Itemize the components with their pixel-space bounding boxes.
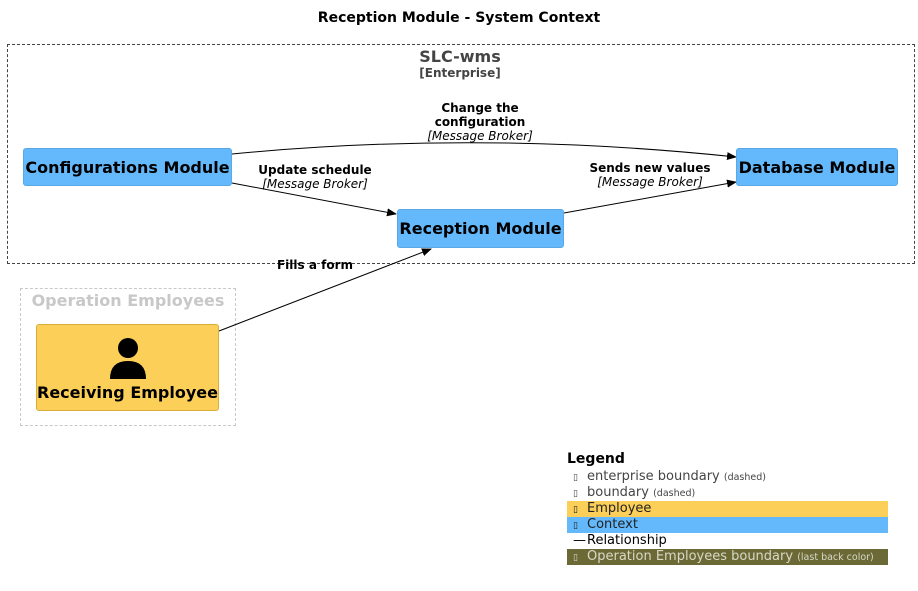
legend-label: enterprise boundary	[587, 469, 720, 484]
reception-module-label: Reception Module	[399, 219, 562, 238]
legend: Legend ▯ enterprise boundary (dashed) ▯ bo…	[567, 451, 888, 565]
legend-label: boundary	[587, 485, 649, 500]
person-icon	[109, 338, 146, 379]
relationship-label: Sends new values	[589, 161, 711, 175]
relationship-fills-a-form: Fills a form	[265, 258, 365, 272]
relationship-change-configuration: Change the configuration [Message Broker…	[400, 101, 560, 143]
database-module-label: Database Module	[738, 157, 896, 177]
reception-module-node[interactable]: Reception Module	[397, 209, 564, 248]
legend-label: Employee	[587, 501, 652, 516]
edge-change-configuration	[231, 142, 737, 161]
legend-line-icon: —	[573, 533, 586, 548]
edge-update-schedule	[231, 182, 397, 217]
legend-symbol-icon: ▯	[573, 489, 578, 499]
relationship-technology: [Message Broker]	[427, 129, 533, 143]
relationship-update-schedule: Update schedule [Message Broker]	[240, 163, 390, 191]
legend-item-relationship: —Relationship	[567, 533, 888, 549]
legend-symbol-icon: ▯	[573, 473, 578, 483]
legend-item-enterprise-boundary: ▯ enterprise boundary (dashed)	[567, 469, 888, 485]
legend-heading: Legend	[567, 451, 625, 467]
relationship-label: Update schedule	[258, 163, 372, 177]
relationship-technology: [Message Broker]	[597, 175, 703, 189]
legend-symbol-icon: ▯	[573, 505, 578, 515]
diagram-title: Reception Module - System Context	[317, 10, 601, 26]
relationship-technology: [Message Broker]	[262, 177, 368, 191]
legend-note: (dashed)	[653, 488, 696, 499]
operation-employees-boundary	[20, 288, 236, 426]
relationship-label: Fills a form	[276, 258, 354, 272]
operation-employees-boundary-name: Operation Employees	[31, 291, 225, 310]
legend-label: Context	[587, 517, 638, 532]
edge-sends-new-values	[563, 179, 737, 214]
legend-item-operation-employees-boundary: ▯ Operation Employees boundary (last back…	[567, 549, 888, 565]
relationship-sends-new-values: Sends new values [Message Broker]	[575, 161, 725, 189]
legend-label: Relationship	[587, 533, 667, 548]
edge-fills-a-form	[218, 248, 432, 332]
enterprise-boundary-type: [Enterprise]	[419, 66, 501, 80]
legend-symbol-icon: ▯	[573, 521, 578, 531]
legend-item-employee: ▯ Employee	[567, 501, 888, 517]
relationship-label-line1: Change the	[441, 101, 519, 115]
receiving-employee-label: Receiving Employee	[37, 383, 218, 402]
enterprise-boundary	[7, 44, 915, 264]
legend-symbol-icon: ▯	[573, 553, 578, 563]
configurations-module-label: Configurations Module	[25, 157, 230, 177]
relationship-label-line2: configuration	[434, 115, 526, 129]
legend-item-context: ▯ Context	[567, 517, 888, 533]
legend-item-boundary: ▯ boundary (dashed)	[567, 485, 888, 501]
database-module-node[interactable]: Database Module	[736, 148, 898, 186]
legend-note: (dashed)	[723, 472, 766, 483]
legend-note: (last back color)	[797, 552, 874, 563]
legend-label: Operation Employees boundary	[587, 549, 794, 564]
receiving-employee-node[interactable]: Receiving Employee	[36, 324, 219, 411]
configurations-module-node[interactable]: Configurations Module	[23, 148, 232, 186]
enterprise-boundary-name: SLC-wms	[419, 47, 501, 66]
